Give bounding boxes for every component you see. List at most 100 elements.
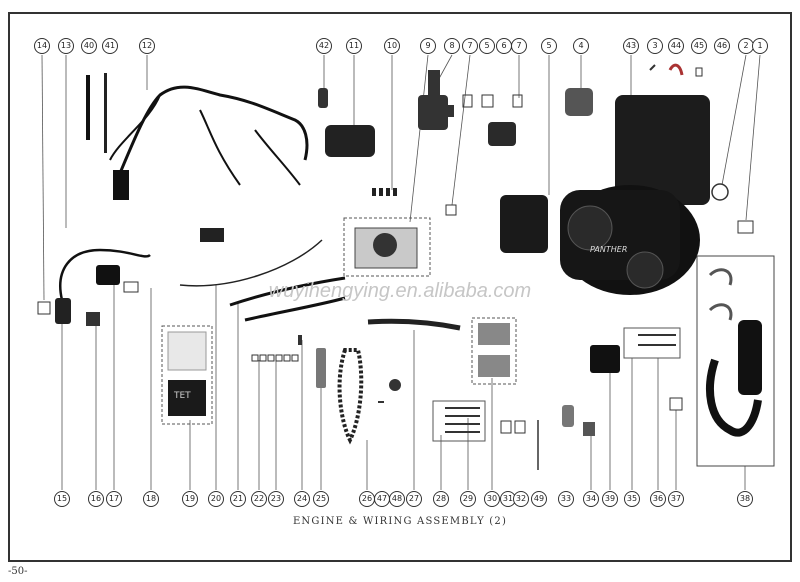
part-small-bags — [445, 94, 523, 216]
part-23-fuses — [251, 354, 299, 362]
callout-bottom-35: 35 — [624, 491, 640, 507]
radiator-box — [343, 217, 431, 277]
callout-top-6: 6 — [496, 38, 512, 54]
callout-bottom-39: 39 — [602, 491, 618, 507]
part-6-starter — [488, 122, 516, 146]
leader-top-1 — [745, 54, 761, 221]
part-19-battery — [168, 380, 206, 416]
callout-top-3: 3 — [647, 38, 663, 54]
bolts-box — [432, 400, 486, 442]
part-27-shift-lever — [367, 318, 461, 331]
callout-bottom-29: 29 — [460, 491, 476, 507]
part-46-bulb — [695, 67, 703, 77]
part-33-filter — [562, 405, 574, 427]
callout-bottom-20: 20 — [208, 491, 224, 507]
callout-bottom-26: 26 — [359, 491, 375, 507]
callout-bottom-34: 34 — [583, 491, 599, 507]
callout-bottom-24: 24 — [294, 491, 310, 507]
part-42-filter — [318, 88, 328, 108]
part-4-cover — [500, 195, 548, 253]
callout-bottom-22: 22 — [251, 491, 267, 507]
callout-top-11: 11 — [346, 38, 362, 54]
harness-connector — [200, 228, 224, 242]
part-32-bag — [514, 420, 526, 434]
callout-bottom-17: 17 — [106, 491, 122, 507]
leader-top-9 — [409, 54, 429, 223]
part-37-bag — [669, 397, 683, 411]
exhaust-box — [696, 255, 775, 467]
part-15-coil — [55, 298, 71, 324]
callout-top-5: 5 — [479, 38, 495, 54]
callout-top-14: 14 — [34, 38, 50, 54]
part-40-tube — [86, 75, 90, 140]
callout-bottom-38: 38 — [737, 491, 753, 507]
callout-top-4: 4 — [573, 38, 589, 54]
callout-top-44: 44 — [668, 38, 684, 54]
callout-top-7: 7 — [511, 38, 527, 54]
part-30-bracket-b — [478, 355, 510, 377]
part-26-chain — [337, 348, 364, 445]
callout-bottom-15: 15 — [54, 491, 70, 507]
wiring-harness — [109, 85, 309, 186]
callout-top-8: 8 — [444, 38, 460, 54]
radiator-fan — [373, 233, 397, 257]
part-41-rod — [104, 73, 107, 153]
callout-top-40: 40 — [81, 38, 97, 54]
callout-top-10: 10 — [384, 38, 400, 54]
callout-top-42: 42 — [316, 38, 332, 54]
part-17-regulator — [96, 265, 120, 285]
part-1-bag — [737, 220, 754, 234]
callout-bottom-37: 37 — [668, 491, 684, 507]
part-24-bolt — [298, 335, 302, 345]
callout-bottom-16: 16 — [88, 491, 104, 507]
part-31-bag — [500, 420, 512, 434]
callout-top-46: 46 — [714, 38, 730, 54]
part-16-switch — [86, 312, 100, 326]
callout-bottom-31: 31 — [500, 491, 516, 507]
callout-bottom-47: 47 — [374, 491, 390, 507]
callout-bottom-36: 36 — [650, 491, 666, 507]
engine-badge: PANTHER — [590, 245, 627, 254]
part-22-cable — [244, 296, 346, 322]
callout-top-12: 12 — [139, 38, 155, 54]
part-14-bag — [37, 301, 51, 315]
callout-bottom-23: 23 — [268, 491, 284, 507]
part-39-cdi — [590, 345, 620, 373]
part-18-bag — [123, 281, 139, 293]
part-34-petcock — [583, 422, 595, 436]
watermark: wuyihengying.en.alibaba.com — [268, 280, 532, 302]
callout-bottom-32: 32 — [513, 491, 529, 507]
part-38-gasket-2 — [708, 303, 733, 321]
battery-box — [161, 325, 213, 425]
callout-bottom-30: 30 — [484, 491, 500, 507]
callout-bottom-49: 49 — [531, 491, 547, 507]
part-21-cable — [229, 276, 346, 307]
harness-relay — [113, 170, 129, 200]
callout-bottom-19: 19 — [182, 491, 198, 507]
page-number: -50- — [8, 566, 28, 577]
callout-bottom-18: 18 — [143, 491, 159, 507]
callout-top-5: 5 — [541, 38, 557, 54]
callout-bottom-25: 25 — [313, 491, 329, 507]
part-25-shock — [316, 348, 326, 388]
part-38-gasket — [708, 268, 733, 286]
part-11-canister — [325, 125, 375, 157]
callout-bottom-28: 28 — [433, 491, 449, 507]
part-28-bolts — [445, 407, 480, 433]
callout-bottom-27: 27 — [406, 491, 422, 507]
part-8-carburetor — [418, 70, 454, 130]
part-36-bolts — [638, 334, 676, 346]
bolts-box-2 — [623, 327, 681, 359]
part-20-cable — [179, 239, 323, 287]
part-15-coil-wire — [59, 248, 151, 301]
callout-bottom-21: 21 — [230, 491, 246, 507]
diagram-caption: ENGINE & WIRING ASSEMBLY (2) — [292, 516, 508, 527]
battery-label: TET — [173, 391, 191, 401]
leader-top-7 — [451, 54, 471, 206]
part-38-muffler — [738, 320, 762, 395]
battery-acid-pack — [167, 331, 207, 371]
part-10-screws — [372, 188, 397, 196]
callout-top-1: 1 — [752, 38, 768, 54]
callout-top-43: 43 — [623, 38, 639, 54]
